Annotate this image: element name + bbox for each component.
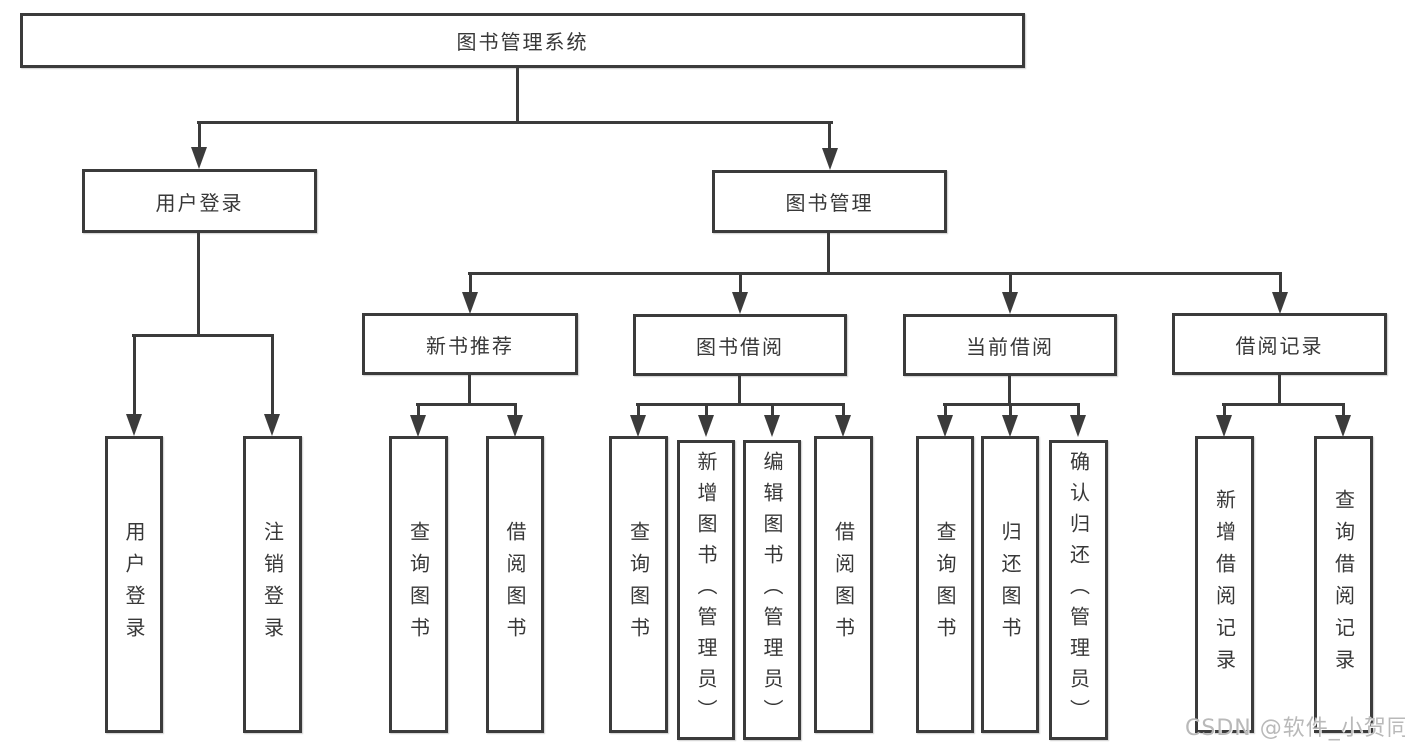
connector-vline: [1278, 375, 1281, 406]
arrowhead-down-icon: [126, 414, 142, 436]
connector-vline: [469, 272, 472, 294]
arrowhead-down-icon: [462, 292, 478, 314]
leaf-query-books-current: 查询图书: [916, 436, 974, 733]
node-label: 新书推荐: [426, 333, 514, 358]
connector-hline: [132, 334, 274, 337]
node-label: 查询图书: [626, 520, 651, 649]
connector-vline: [637, 403, 640, 417]
arrowhead-down-icon: [822, 148, 838, 170]
connector-vline: [944, 403, 947, 417]
connector-vline: [1342, 403, 1345, 417]
connector-vline: [828, 121, 831, 151]
node-book-management: 图书管理: [712, 170, 947, 233]
connector-vline: [417, 403, 420, 417]
node-borrowing-records: 借阅记录: [1172, 313, 1387, 375]
node-label: 注销登录: [260, 520, 285, 649]
arrowhead-down-icon: [410, 415, 426, 437]
connector-vline: [738, 376, 741, 406]
leaf-user-login: 用户登录: [105, 436, 163, 733]
leaf-query-borrow-record: 查询借阅记录: [1314, 436, 1373, 733]
leaf-confirm-return-admin: 确认归还（管理员）: [1049, 440, 1108, 740]
node-label: 借阅图书: [831, 520, 856, 649]
node-label: 归还图书: [998, 520, 1022, 649]
connector-vline: [842, 403, 845, 417]
connector-vline: [771, 403, 774, 417]
arrowhead-down-icon: [1002, 292, 1018, 314]
connector-hline: [468, 272, 1282, 275]
connector-vline: [1077, 403, 1080, 417]
arrowhead-down-icon: [835, 415, 851, 437]
node-library-management-system: 图书管理系统: [20, 13, 1025, 68]
leaf-edit-books-admin: 编辑图书（管理员）: [743, 440, 801, 740]
connector-hline: [416, 403, 517, 406]
connector-vline: [1009, 272, 1012, 294]
arrowhead-down-icon: [1070, 415, 1086, 437]
arrowhead-down-icon: [630, 415, 646, 437]
node-label: 新增借阅记录: [1212, 488, 1237, 681]
node-book-borrowing: 图书借阅: [633, 314, 847, 376]
node-label: 查询图书: [933, 520, 957, 649]
connector-vline: [514, 403, 517, 417]
node-label: 图书管理: [785, 191, 874, 215]
connector-vline: [1008, 376, 1011, 406]
leaf-query-books-borrowing: 查询图书: [609, 436, 668, 733]
leaf-return-books: 归还图书: [981, 436, 1039, 733]
node-label: 查询借阅记录: [1331, 488, 1356, 681]
node-label: 新增图书（管理员）: [694, 450, 718, 730]
arrowhead-down-icon: [264, 414, 280, 436]
node-label: 借阅图书: [503, 520, 527, 649]
connector-vline: [1279, 272, 1282, 294]
node-label: 确认归还（管理员）: [1066, 450, 1091, 730]
node-label: 用户登录: [122, 520, 146, 649]
node-label: 当前借阅: [966, 334, 1054, 359]
connector-vline: [1009, 403, 1012, 417]
node-user-login: 用户登录: [82, 169, 317, 233]
arrowhead-down-icon: [1216, 415, 1232, 437]
connector-hline: [636, 403, 845, 406]
node-label: 用户登录: [155, 190, 244, 215]
arrowhead-down-icon: [937, 415, 953, 437]
leaf-add-borrow-record: 新增借阅记录: [1195, 436, 1254, 733]
node-new-book-recommendation: 新书推荐: [362, 313, 578, 375]
leaf-logout: 注销登录: [243, 436, 302, 733]
arrowhead-down-icon: [698, 415, 714, 437]
connector-vline: [468, 375, 471, 406]
arrowhead-down-icon: [191, 147, 207, 169]
watermark: CSDN @软件_小贺同学: [1185, 716, 1405, 741]
leaf-borrow-books-borrowing: 借阅图书: [814, 436, 873, 733]
connector-vline: [516, 68, 519, 124]
arrowhead-down-icon: [764, 415, 780, 437]
arrowhead-down-icon: [732, 292, 748, 314]
connector-vline: [198, 121, 201, 151]
connector-vline: [1223, 403, 1226, 417]
connector-vline: [197, 233, 200, 337]
node-label: 图书借阅: [696, 334, 784, 359]
arrowhead-down-icon: [507, 415, 523, 437]
connector-vline: [271, 334, 274, 416]
arrowhead-down-icon: [1272, 292, 1288, 314]
connector-vline: [133, 334, 136, 416]
node-current-borrowing: 当前借阅: [903, 314, 1117, 376]
connector-vline: [705, 403, 708, 417]
leaf-query-books-recommend: 查询图书: [389, 436, 448, 733]
node-label: 图书管理系统: [456, 30, 589, 54]
leaf-add-books-admin: 新增图书（管理员）: [677, 440, 735, 740]
node-label: 借阅记录: [1235, 333, 1324, 358]
connector-hline: [1222, 403, 1345, 406]
connector-hline: [197, 121, 833, 124]
node-label: 编辑图书（管理员）: [760, 450, 784, 730]
connector-vline: [827, 233, 830, 275]
arrowhead-down-icon: [1002, 415, 1018, 437]
leaf-borrow-books-recommend: 借阅图书: [486, 436, 544, 733]
node-label: 查询图书: [406, 520, 431, 649]
arrowhead-down-icon: [1335, 415, 1351, 437]
connector-vline: [739, 272, 742, 294]
